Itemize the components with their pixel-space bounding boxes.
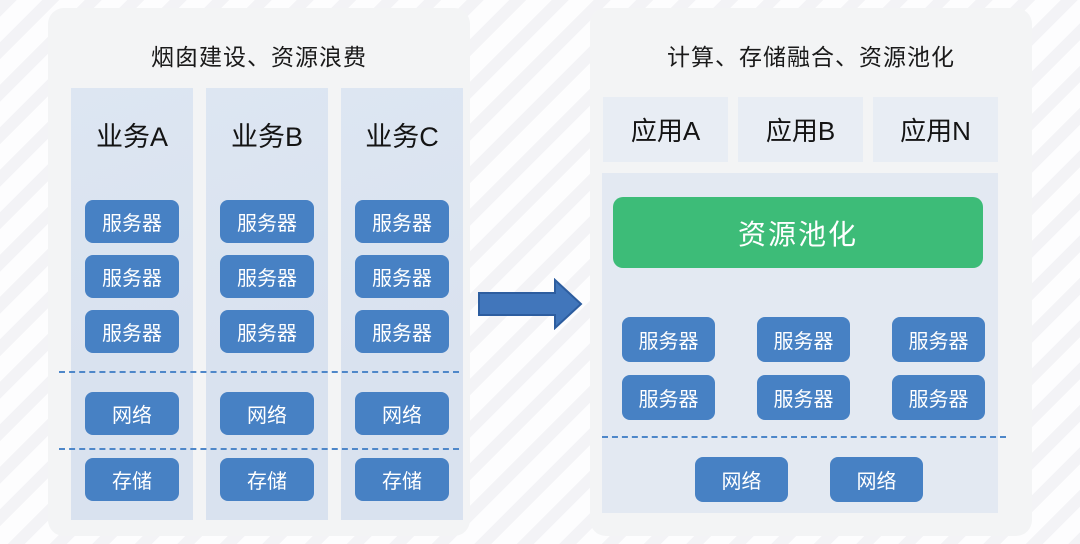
app-box-n: 应用N [873, 97, 998, 162]
pooled-architecture-panel: 计算、存储融合、资源池化 应用A 应用B 应用N 资源池化 服务器 服务器 服务… [590, 8, 1032, 536]
transformation-arrow-icon [478, 277, 583, 331]
server-chip: 服务器 [85, 200, 179, 243]
silo-architecture-panel: 烟囱建设、资源浪费 业务A 服务器 服务器 服务器 网络 存储 业务B 服务器 … [48, 8, 470, 536]
server-chip: 服务器 [220, 310, 314, 353]
app-box-a: 应用A [603, 97, 728, 162]
server-chip: 服务器 [355, 255, 449, 298]
network-chip: 网络 [355, 392, 449, 435]
business-column-a: 业务A 服务器 服务器 服务器 网络 存储 [71, 88, 193, 520]
pooled-server-chip: 服务器 [892, 375, 985, 420]
server-chip: 服务器 [355, 200, 449, 243]
pooled-panel-title: 计算、存储融合、资源池化 [667, 44, 955, 70]
pooled-network-chip: 网络 [830, 457, 923, 502]
business-column-b: 业务B 服务器 服务器 服务器 网络 存储 [206, 88, 328, 520]
storage-chip: 存储 [85, 458, 179, 501]
pooled-server-chip: 服务器 [892, 317, 985, 362]
business-column-c: 业务C 服务器 服务器 服务器 网络 存储 [341, 88, 463, 520]
pooled-server-chip: 服务器 [757, 375, 850, 420]
server-chip: 服务器 [220, 200, 314, 243]
server-chip: 服务器 [85, 310, 179, 353]
resource-pool-banner: 资源池化 [613, 197, 983, 268]
network-chip: 网络 [85, 392, 179, 435]
storage-chip: 存储 [220, 458, 314, 501]
server-network-divider [59, 371, 459, 373]
pooled-network-chip: 网络 [695, 457, 788, 502]
resource-pool-container: 资源池化 服务器 服务器 服务器 服务器 服务器 服务器 网络 网络 [602, 173, 1006, 513]
network-storage-divider [59, 448, 459, 450]
storage-chip: 存储 [355, 458, 449, 501]
server-chip: 服务器 [355, 310, 449, 353]
business-column-c-label: 业务C [365, 122, 439, 152]
pooled-server-chip: 服务器 [622, 375, 715, 420]
pooled-server-chip: 服务器 [622, 317, 715, 362]
pooled-server-chip: 服务器 [757, 317, 850, 362]
business-column-a-label: 业务A [95, 122, 168, 152]
business-column-b-label: 业务B [230, 122, 303, 152]
silo-panel-title: 烟囱建设、资源浪费 [151, 44, 367, 70]
server-chip: 服务器 [85, 255, 179, 298]
network-chip: 网络 [220, 392, 314, 435]
app-box-b: 应用B [738, 97, 863, 162]
server-network-divider [602, 436, 1006, 438]
server-chip: 服务器 [220, 255, 314, 298]
